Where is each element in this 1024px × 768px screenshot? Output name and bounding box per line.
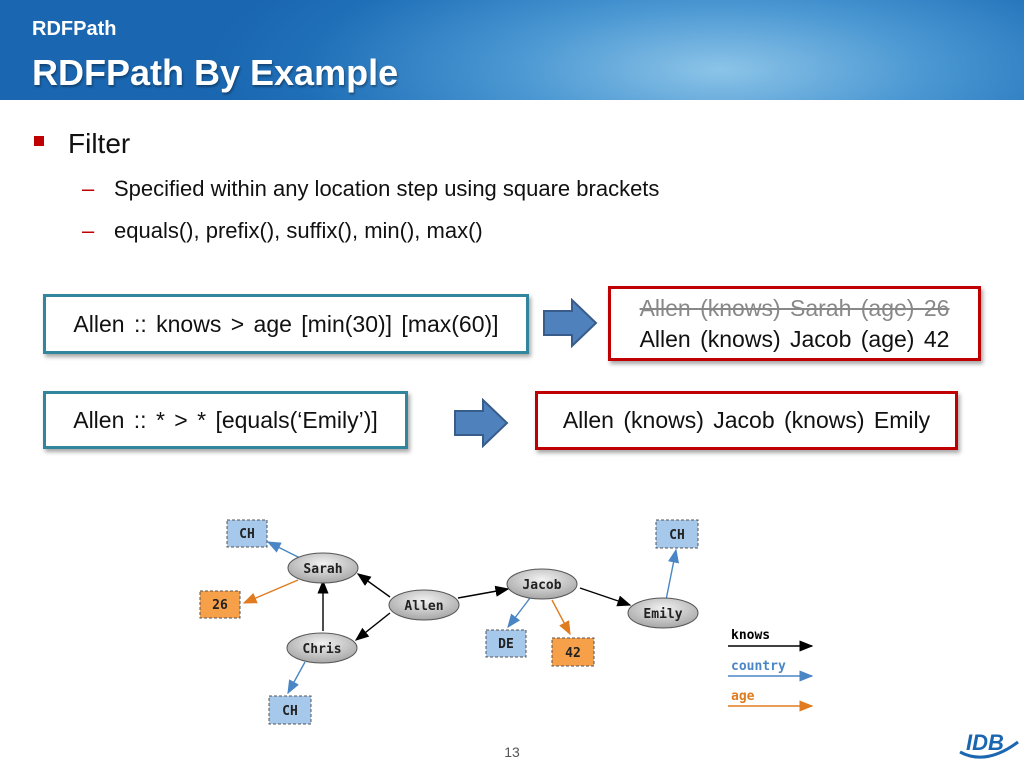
value-text: 42 <box>565 646 581 661</box>
legend-knows: knows <box>731 628 770 643</box>
value-42: 42 <box>551 637 595 667</box>
result-text: Allen (knows) Jacob (age) 42 <box>639 325 950 352</box>
dash-icon: – <box>82 176 95 201</box>
query-box-2: Allen :: * > * [equals(‘Emily’)] <box>43 391 408 449</box>
right-arrow-icon <box>543 298 598 348</box>
value-text: CH <box>239 527 255 542</box>
query-text: Allen :: knows > age [min(30)] [max(60)] <box>73 310 499 337</box>
graph-diagram: CH 26 CH DE 42 CH Sarah Allen Chris Jaco… <box>199 519 814 725</box>
svg-text:Emily: Emily <box>643 607 682 622</box>
legend: knows country age <box>728 628 814 712</box>
value-ch-chris: CH <box>268 695 312 725</box>
value-ch-sarah: CH <box>226 519 268 548</box>
svg-text:Sarah: Sarah <box>303 562 342 577</box>
value-text: 26 <box>212 598 228 613</box>
country-edges <box>266 541 680 695</box>
dash-icon: – <box>82 218 95 243</box>
bullet-square-icon <box>34 136 44 146</box>
node-sarah: Sarah <box>287 552 359 584</box>
value-26: 26 <box>199 590 241 619</box>
result-box-1: Allen (knows) Sarah (age) 26 Allen (know… <box>608 286 981 361</box>
legend-country: country <box>731 659 786 674</box>
svg-text:IDB: IDB <box>966 730 1004 755</box>
knows-edges <box>317 573 632 641</box>
slide-header: RDFPath RDFPath By Example <box>0 0 1024 100</box>
query-box-1: Allen :: knows > age [min(30)] [max(60)] <box>43 294 529 354</box>
node-allen: Allen <box>388 589 460 621</box>
node-chris: Chris <box>286 632 358 664</box>
value-ch-emily: CH <box>655 519 699 549</box>
result-box-2: Allen (knows) Jacob (knows) Emily <box>535 391 958 450</box>
sub-bullet-text: equals(), prefix(), suffix(), min(), max… <box>114 218 483 243</box>
svg-text:Allen: Allen <box>404 599 443 614</box>
sub-bullet-text: Specified within any location step using… <box>114 176 660 201</box>
svg-text:Chris: Chris <box>302 642 341 657</box>
value-text: CH <box>669 528 685 543</box>
query-text: Allen :: * > * [equals(‘Emily’)] <box>73 406 378 433</box>
bullet-text: Filter <box>68 128 131 159</box>
slide-title: RDFPath By Example <box>32 52 399 93</box>
page-number: 13 <box>504 744 520 760</box>
sub-bullet-1: – Specified within any location step usi… <box>82 176 659 202</box>
age-edges <box>242 579 571 636</box>
value-text: CH <box>282 704 298 719</box>
legend-age: age <box>731 689 755 704</box>
node-emily: Emily <box>627 597 699 629</box>
node-jacob: Jacob <box>506 568 578 600</box>
result-text: Allen (knows) Jacob (knows) Emily <box>562 407 931 433</box>
svg-text:Jacob: Jacob <box>522 578 561 593</box>
idb-logo: IDB <box>959 730 1019 759</box>
sub-bullet-2: – equals(), prefix(), suffix(), min(), m… <box>82 218 483 244</box>
section-title: RDFPath <box>32 18 117 40</box>
right-arrow-icon <box>454 398 509 448</box>
value-de: DE <box>485 629 527 658</box>
value-text: DE <box>498 637 514 652</box>
bullet-filter: Filter <box>34 128 130 160</box>
result-text-struck: Allen (knows) Sarah (age) 26 <box>639 294 950 321</box>
